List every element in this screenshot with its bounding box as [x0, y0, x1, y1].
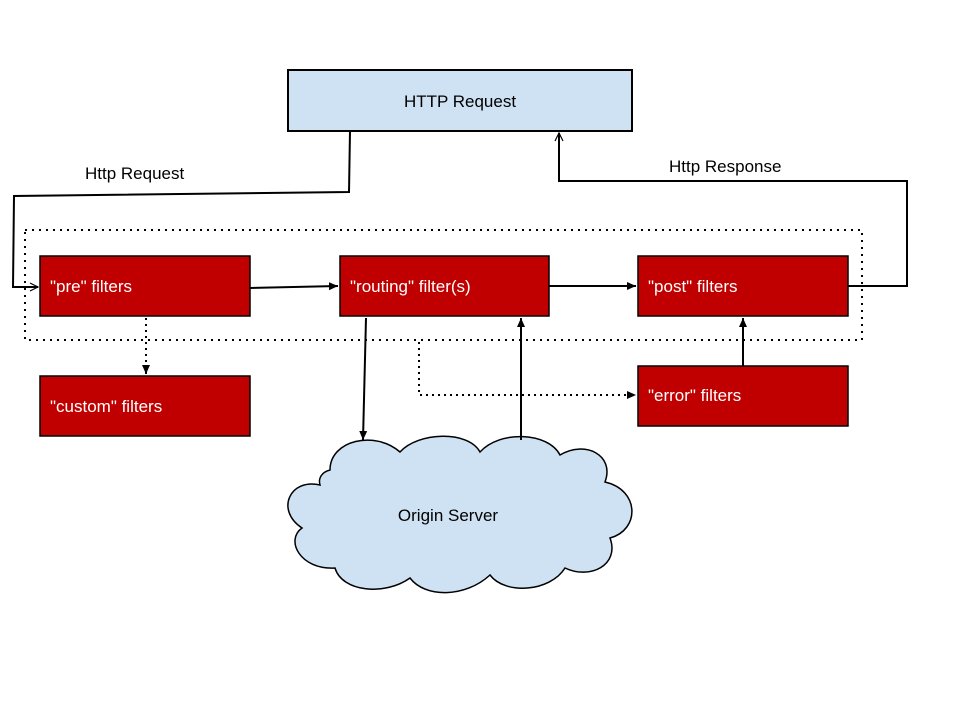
custom-filters-node: "custom" filters: [39, 375, 251, 437]
origin-server-cloud: Origin Server: [287, 435, 633, 594]
pre-filters-label: "pre" filters: [50, 277, 132, 296]
edge-label-http-response: Http Response: [669, 157, 781, 176]
edge-to-error: [418, 342, 636, 399]
post-filters-label: "post" filters: [648, 277, 738, 296]
edge-request-to-pre: [11, 130, 351, 287]
http-request-node: HTTP Request: [287, 69, 633, 132]
origin-server-label: Origin Server: [398, 506, 498, 525]
routing-filters-label: "routing" filter(s): [350, 277, 471, 296]
http-request-node-label: HTTP Request: [404, 92, 516, 111]
edge-routing-to-origin: [359, 317, 368, 441]
filter-chain-group: [24, 229, 863, 341]
error-filters-label: "error" filters: [648, 386, 741, 405]
edge-label-http-request: Http Request: [85, 164, 184, 183]
post-filters-node: "post" filters: [637, 255, 849, 317]
custom-filters-label: "custom" filters: [50, 397, 162, 416]
edge-pre-to-routing: [249, 282, 339, 291]
routing-filters-node: "routing" filter(s): [339, 255, 550, 317]
error-filters-node: "error" filters: [637, 365, 849, 427]
edge-post-to-response: [559, 133, 908, 287]
pre-filters-node: "pre" filters: [39, 255, 251, 317]
